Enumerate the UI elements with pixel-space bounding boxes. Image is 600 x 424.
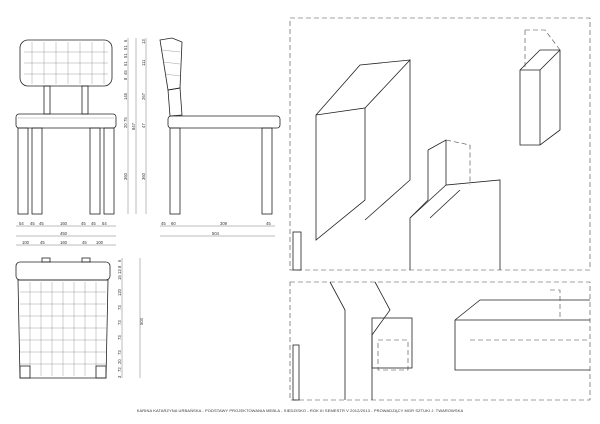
- dim: 20: [117, 359, 122, 364]
- dim: 45: [161, 221, 166, 226]
- dim: 45: [82, 240, 87, 245]
- dim: 45: [81, 221, 86, 226]
- dim: 100: [96, 240, 104, 245]
- dim: 73: [117, 320, 122, 325]
- dim: 8: [117, 265, 122, 268]
- dim: 54: [102, 221, 107, 226]
- dim: 13: [117, 269, 122, 274]
- dim: 73: [117, 335, 122, 340]
- dim: 51: [123, 53, 128, 58]
- dim: 47: [141, 123, 146, 128]
- dim: 13: [141, 39, 146, 44]
- dim: 100: [22, 240, 30, 245]
- dim: 20: [123, 123, 128, 128]
- dim: 45: [91, 221, 96, 226]
- dim: 360: [141, 172, 146, 180]
- dim: 45: [30, 221, 35, 226]
- dim-total: 504: [212, 231, 220, 236]
- dim: 267: [141, 92, 146, 100]
- dim: 145: [123, 92, 128, 100]
- dim: 72: [117, 367, 122, 372]
- dim: 3: [117, 375, 122, 378]
- front-view: [15, 39, 117, 215]
- dim: 45: [39, 221, 44, 226]
- dim: 8: [123, 77, 128, 80]
- dim-total: 504: [139, 317, 144, 325]
- dim-total: 450: [60, 231, 68, 236]
- dim: 160: [60, 240, 68, 245]
- dim: 60: [171, 221, 176, 226]
- dim: 160: [60, 221, 68, 226]
- dim: 45: [40, 240, 45, 245]
- drawing-title-block: KARINA KATARZYNA URBAŃSKA - PODSTAWY PRO…: [136, 408, 464, 413]
- detail-frame-top: [289, 17, 591, 271]
- front-dimensions: [16, 38, 137, 246]
- top-view: [15, 257, 111, 379]
- detail-frame-bottom: [289, 281, 591, 401]
- dim: 45: [266, 221, 271, 226]
- side-view: [159, 37, 281, 215]
- dim: 6: [123, 39, 128, 42]
- dim: 73: [117, 305, 122, 310]
- dim: 54: [19, 221, 24, 226]
- dim: 15: [117, 275, 122, 280]
- dim: 75: [123, 117, 128, 122]
- dim: 111: [141, 59, 146, 66]
- dim-total: 847: [131, 122, 136, 130]
- dim: 309: [220, 221, 228, 226]
- dim: 51: [123, 45, 128, 50]
- dim: 51: [123, 61, 128, 66]
- dim: 360: [123, 172, 128, 180]
- dim: 6: [117, 259, 122, 262]
- dim: 45: [123, 70, 128, 75]
- dim: 73: [117, 350, 122, 355]
- dim: 120: [117, 288, 122, 296]
